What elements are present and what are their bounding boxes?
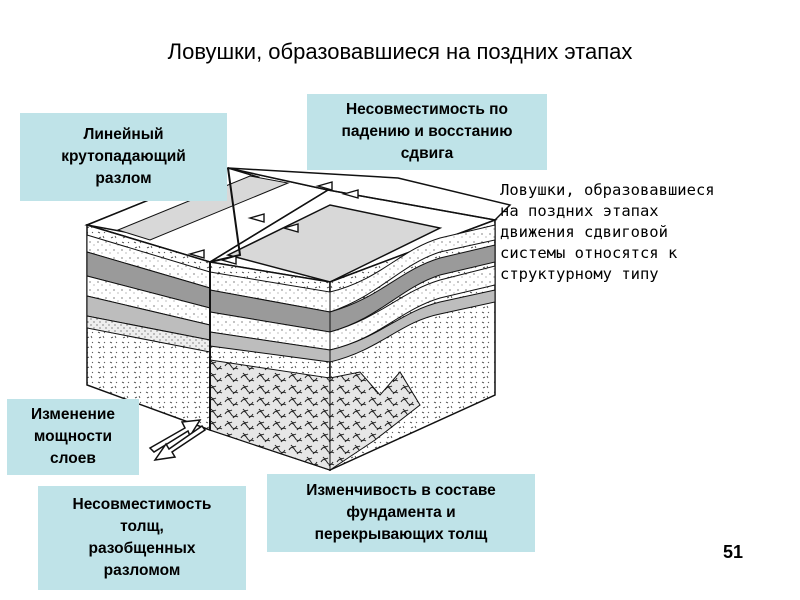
callout-basement-variability-text: Изменчивость в составе фундамента и пере… [306,482,496,543]
callout-thickness-change: Изменение мощности слоев [7,399,139,475]
description-text: Ловушки, образовавшиеся на поздних этапа… [500,181,715,283]
callout-thickness-incompat-text: Несовместимость толщ, разобщенных разлом… [72,496,212,579]
left-block-face [86,223,211,432]
page-number: 51 [723,542,744,562]
right-block-face [209,218,496,472]
slide-title: Ловушки, образовавшиеся на поздних этапа… [167,39,633,64]
callout-thickness-incompat: Несовместимость толщ, разобщенных разлом… [38,486,246,590]
callout-basement-variability: Изменчивость в составе фундамента и пере… [267,474,535,552]
fault-teeth-icon [187,181,359,265]
callout-fault: Линейный крутопадающий разлом [20,113,227,201]
callout-incompatibility-text: Несовместимость по падению и восстанию с… [341,101,513,162]
callout-incompatibility: Несовместимость по падению и восстанию с… [307,94,547,170]
callout-fault-text: Линейный крутопадающий разлом [61,126,186,187]
motion-arrows-icon [148,419,207,461]
callout-thickness-change-text: Изменение мощности слоев [30,406,116,467]
